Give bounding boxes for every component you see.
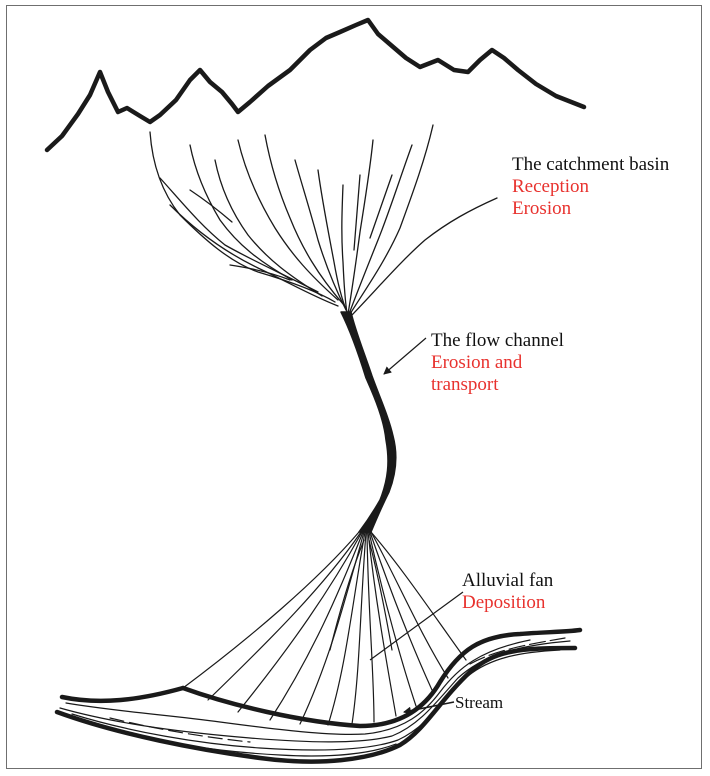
channel-process-line-2: transport	[431, 374, 564, 396]
fan-pointer-arrow	[370, 592, 463, 660]
channel-process-line-1: Erosion and	[431, 352, 564, 374]
catchment-basin-label: The catchment basin Reception Erosion	[512, 154, 669, 220]
stream-label: Stream	[455, 692, 503, 714]
flow-channel-label: The flow channel Erosion and transport	[431, 330, 564, 396]
alluvial-fan-title: Alluvial fan	[462, 570, 553, 592]
catchment-process-reception: Reception	[512, 176, 669, 198]
flow-channel-title: The flow channel	[431, 330, 564, 352]
catchment-tributaries	[150, 125, 497, 316]
catchment-process-erosion: Erosion	[512, 198, 669, 220]
flow-channel	[341, 312, 396, 532]
alluvial-fan	[183, 532, 466, 725]
mountain-ridge	[47, 20, 584, 150]
channel-pointer-arrow	[384, 338, 426, 374]
alluvial-fan-label: Alluvial fan Deposition	[462, 570, 553, 614]
catchment-basin-title: The catchment basin	[512, 154, 669, 176]
stream-title: Stream	[455, 692, 503, 714]
fan-process-deposition: Deposition	[462, 592, 553, 614]
